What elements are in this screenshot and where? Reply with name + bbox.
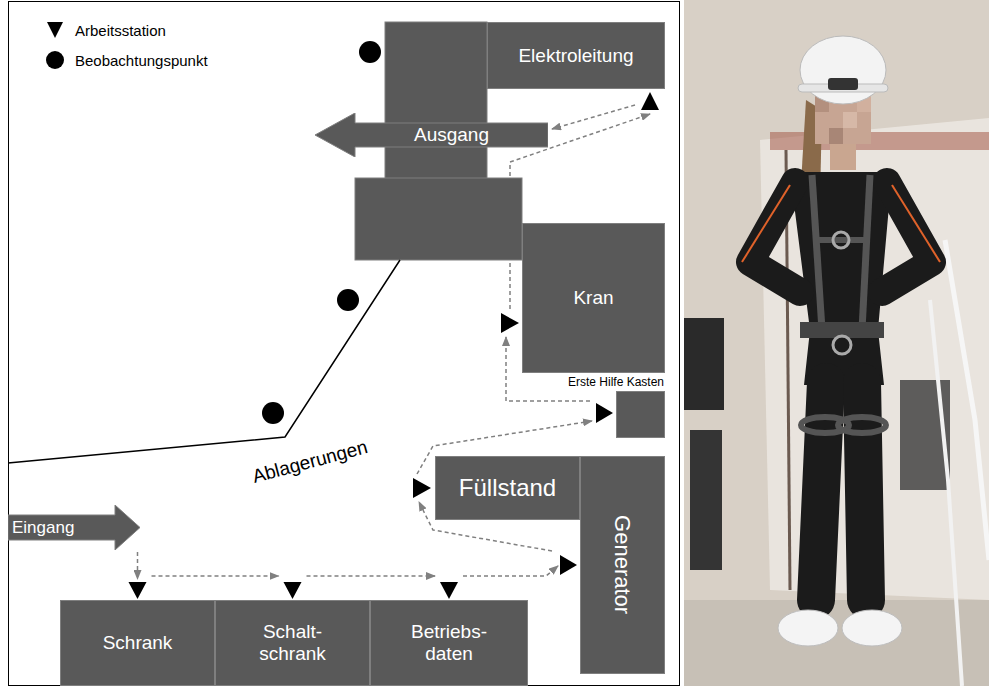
photo-chair [684,318,724,410]
wall-block [355,178,522,260]
photo-helmet [800,36,886,104]
photo-harness [815,237,868,243]
node-label: Füllstand [459,474,556,502]
work-station [560,555,577,575]
node-label: Erste Hilfe Kasten [568,376,664,390]
photo-ring [833,336,851,354]
exit-arrow: Ausgang [315,113,548,157]
photo-chair [690,430,722,570]
photo-face [829,128,843,144]
node-label: Schalt- schrank [245,621,341,665]
node-label: Schrank [103,632,173,654]
photo-floor [684,600,989,686]
photo-board [770,132,989,150]
observation-point [337,289,359,311]
node-label: Eingang [12,515,115,540]
work-station [440,582,458,599]
observation-point [359,41,381,63]
photo-seam [742,185,790,262]
wall-block [385,22,487,182]
work-station [596,403,613,423]
node-label: Kran [573,287,613,309]
route-connector [552,105,635,129]
observation-point [262,402,284,424]
route-connector [463,566,558,576]
photo-rope [930,300,962,686]
route-connector [307,575,436,577]
equipment-box: Elektroleitung [487,22,665,89]
legend-label: Beobachtungspunkt [75,52,208,69]
legend-circle [46,51,64,69]
work-station [501,313,519,333]
plan-frame [9,2,680,686]
photo-seam [892,185,940,262]
photo-shoe [842,610,902,646]
first-aid-box: Erste Hilfe Kasten [616,391,665,438]
photo-leg-loop [838,417,886,433]
work-station [129,582,147,599]
photo [684,0,989,686]
photo-headlamp [828,78,858,90]
photo-neck [830,140,856,170]
photo-wall [684,0,989,686]
photo-harness [812,175,822,330]
work-station [284,582,302,599]
entrance-arrow: Eingang [8,505,140,550]
node-label: Betriebs- daten [401,621,497,665]
route-connector [137,552,139,579]
node-label: Elektroleitung [518,45,633,67]
area-label: Ablagerungen [250,436,370,488]
photo-ring [833,232,849,248]
node-label: Ausgang [355,123,548,147]
tunnel-wall [8,260,400,463]
cabinet-box: Betriebs- daten [370,600,528,686]
cabinet-box: Schalt- schrank [215,600,370,686]
legend-triangle [47,22,63,38]
photo-torso [790,172,892,385]
equipment-box: Kran [522,223,665,373]
photo-face [843,112,857,128]
work-station [641,92,659,110]
arrow-outline [8,505,140,550]
arrow-outline [315,113,548,157]
photo-shoe [778,610,838,646]
node-label: Generator [610,515,635,614]
equipment-box: Füllstand [435,456,580,520]
legend-label: Arbeitsstation [75,22,166,39]
cabinet-box: Schrank [60,600,215,686]
equipment-box: Generator [580,456,665,674]
work-station [413,478,431,498]
route-connector [152,575,279,577]
photo-harness [862,175,870,330]
